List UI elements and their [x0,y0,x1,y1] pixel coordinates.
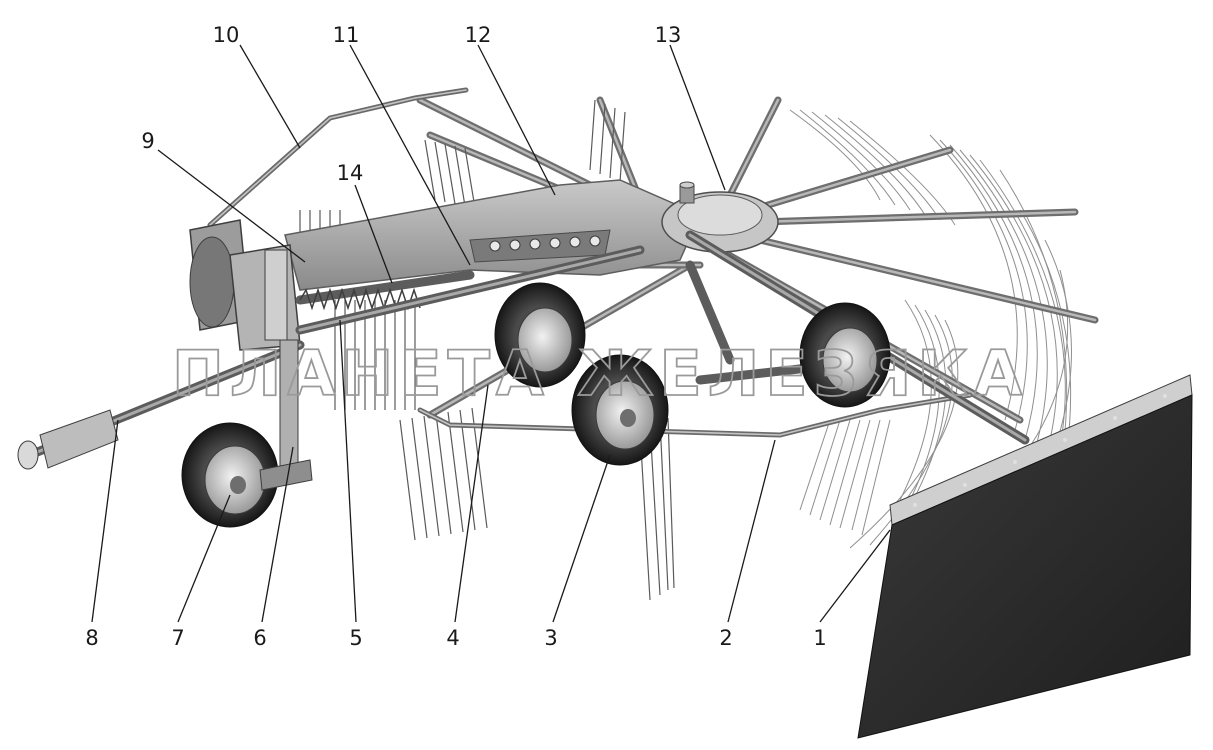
callout-numbers: 1 2 3 4 5 6 7 8 9 10 11 12 13 14 [85,23,826,650]
leader-5 [339,319,357,623]
lower-frame-tube [417,392,973,438]
leader-11 [349,44,471,266]
callout-9: 9 [141,129,154,153]
callout-3: 3 [544,626,557,650]
wheel-right [799,302,891,408]
hitch-bar [207,87,469,228]
leader-lines [91,44,891,623]
wheel-strut [259,339,313,491]
hitch-bracket [189,219,301,351]
spring-cylinder [295,270,475,311]
callout-12: 12 [465,23,492,47]
callout-10: 10 [213,23,240,47]
leader-3 [552,454,611,623]
callout-8: 8 [85,626,98,650]
curtain-board [857,374,1193,739]
leader-6 [261,446,294,623]
callout-2: 2 [719,626,732,650]
leader-12 [477,44,556,196]
callout-4: 4 [446,626,459,650]
wheel-front-left [181,422,279,528]
callout-5: 5 [349,626,362,650]
drive-shaft [17,340,305,470]
leader-4 [454,384,489,623]
callout-7: 7 [171,626,184,650]
callout-14: 14 [337,161,364,185]
upper-tube [295,245,645,335]
leader-9 [157,149,306,263]
leader-13 [669,44,726,191]
leader-1 [819,529,891,623]
callout-6: 6 [253,626,266,650]
leader-8 [91,419,119,623]
callout-1: 1 [813,626,826,650]
leader-10 [239,44,301,149]
arm-tine-clusters [299,99,675,601]
wheel-center [571,354,669,466]
wheel-middle [494,282,586,388]
leader-14 [354,184,393,284]
callout-13: 13 [655,23,682,47]
leader-2 [727,439,776,623]
leader-7 [177,494,231,623]
watermark: ПЛАНЕТА ЖЕЛЕЗЯКА [172,337,1028,410]
callout-11: 11 [333,23,360,47]
